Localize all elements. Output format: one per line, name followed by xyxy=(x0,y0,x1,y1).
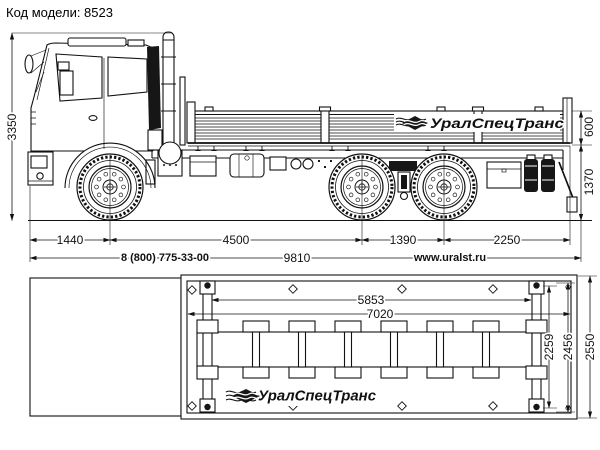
roof-fairing xyxy=(67,37,127,47)
truck-cab xyxy=(24,37,156,189)
side-logo: УралСпецТранс xyxy=(395,114,565,132)
dimension-row-overall: 8 (800) 775-33-00 9810 www.uralst.ru xyxy=(29,249,582,267)
dim-9810-label: 9810 xyxy=(284,251,311,265)
dim-2550-label: 2550 xyxy=(583,333,597,360)
dimension-platform-length: 7020 xyxy=(187,305,571,323)
front-rack-post xyxy=(179,76,186,146)
platform-side: УралСпецТранс xyxy=(186,97,573,151)
dimension-bolster-spacing: 5853 xyxy=(211,291,532,309)
front-board-post xyxy=(186,101,196,144)
air-tank xyxy=(541,159,555,192)
rear-board-post xyxy=(562,97,573,144)
dimension-row-axles: 1440 4500 1390 2250 xyxy=(29,231,571,249)
fuel-tank xyxy=(229,153,265,178)
dim-2456-label: 2456 xyxy=(561,333,575,360)
side-logo-text: УралСпецТранс xyxy=(430,115,564,131)
dimension-widths: 2259 2456 2550 xyxy=(540,275,599,419)
twist-lock xyxy=(204,403,211,411)
top-view: УралСпецТранс 5853 7020 2259 2456 2550 xyxy=(29,274,599,420)
battery-box xyxy=(189,155,217,177)
side-view: УралСпецТранс 3350 1440 4500 xyxy=(3,31,598,267)
platform-inner xyxy=(186,280,572,414)
cab-outline-top xyxy=(29,277,182,417)
seat-headrest xyxy=(57,61,70,71)
door-window xyxy=(55,53,103,102)
logo-diamond-icon xyxy=(402,116,428,130)
dim-1390-label: 1390 xyxy=(390,233,417,247)
twist-lock xyxy=(204,282,211,289)
extension-lines xyxy=(12,32,592,262)
dim-7020-label: 7020 xyxy=(367,307,394,321)
dim-1370-label: 1370 xyxy=(582,168,596,195)
twist-lock xyxy=(533,282,540,289)
rear-bolster xyxy=(525,280,548,413)
air-intake xyxy=(147,46,161,130)
model-code-label: Код модели: 8523 xyxy=(6,5,113,20)
dim-4500-label: 4500 xyxy=(223,233,250,247)
dim-600-label: 600 xyxy=(582,117,596,137)
exhaust-stack xyxy=(161,31,176,149)
dim-1440-label: 1440 xyxy=(57,233,84,247)
seat-back xyxy=(59,70,74,96)
stake xyxy=(320,109,330,144)
dim-5853-label: 5853 xyxy=(358,293,385,307)
phone-label: 8 (800) 775-33-00 xyxy=(121,252,209,264)
chassis-equipment xyxy=(145,149,578,213)
rear-mudflap-arm xyxy=(558,161,574,199)
twist-lock xyxy=(533,403,540,411)
cross-members xyxy=(242,320,500,379)
front-wheel-arch xyxy=(64,142,156,189)
quarter-window xyxy=(107,56,148,97)
dim-2250-label: 2250 xyxy=(494,233,521,247)
top-logo: УралСпецТранс xyxy=(225,386,378,406)
mirror xyxy=(24,54,34,74)
door-handle xyxy=(88,115,98,121)
bogie-spring xyxy=(389,161,417,171)
dimension-heights: 600 1370 xyxy=(578,110,598,222)
dim-2259-label: 2259 xyxy=(542,333,556,360)
front-bolster xyxy=(196,280,219,413)
toolbox xyxy=(486,161,522,189)
door-seam xyxy=(103,58,151,149)
logo-diamond-icon xyxy=(232,389,260,403)
fog-lamp xyxy=(36,172,44,180)
dim-3350-label: 3350 xyxy=(5,113,19,140)
wiper xyxy=(35,71,45,93)
headlight xyxy=(30,155,48,169)
dimension-overall-height: 3350 xyxy=(3,32,21,222)
rear-mudflap xyxy=(566,196,578,213)
air-tank xyxy=(524,159,538,192)
top-logo-text: УралСпецТранс xyxy=(258,388,377,405)
mirror-arm xyxy=(30,49,47,74)
air-cleaner xyxy=(158,141,182,165)
website-label: www.uralst.ru xyxy=(413,252,486,264)
